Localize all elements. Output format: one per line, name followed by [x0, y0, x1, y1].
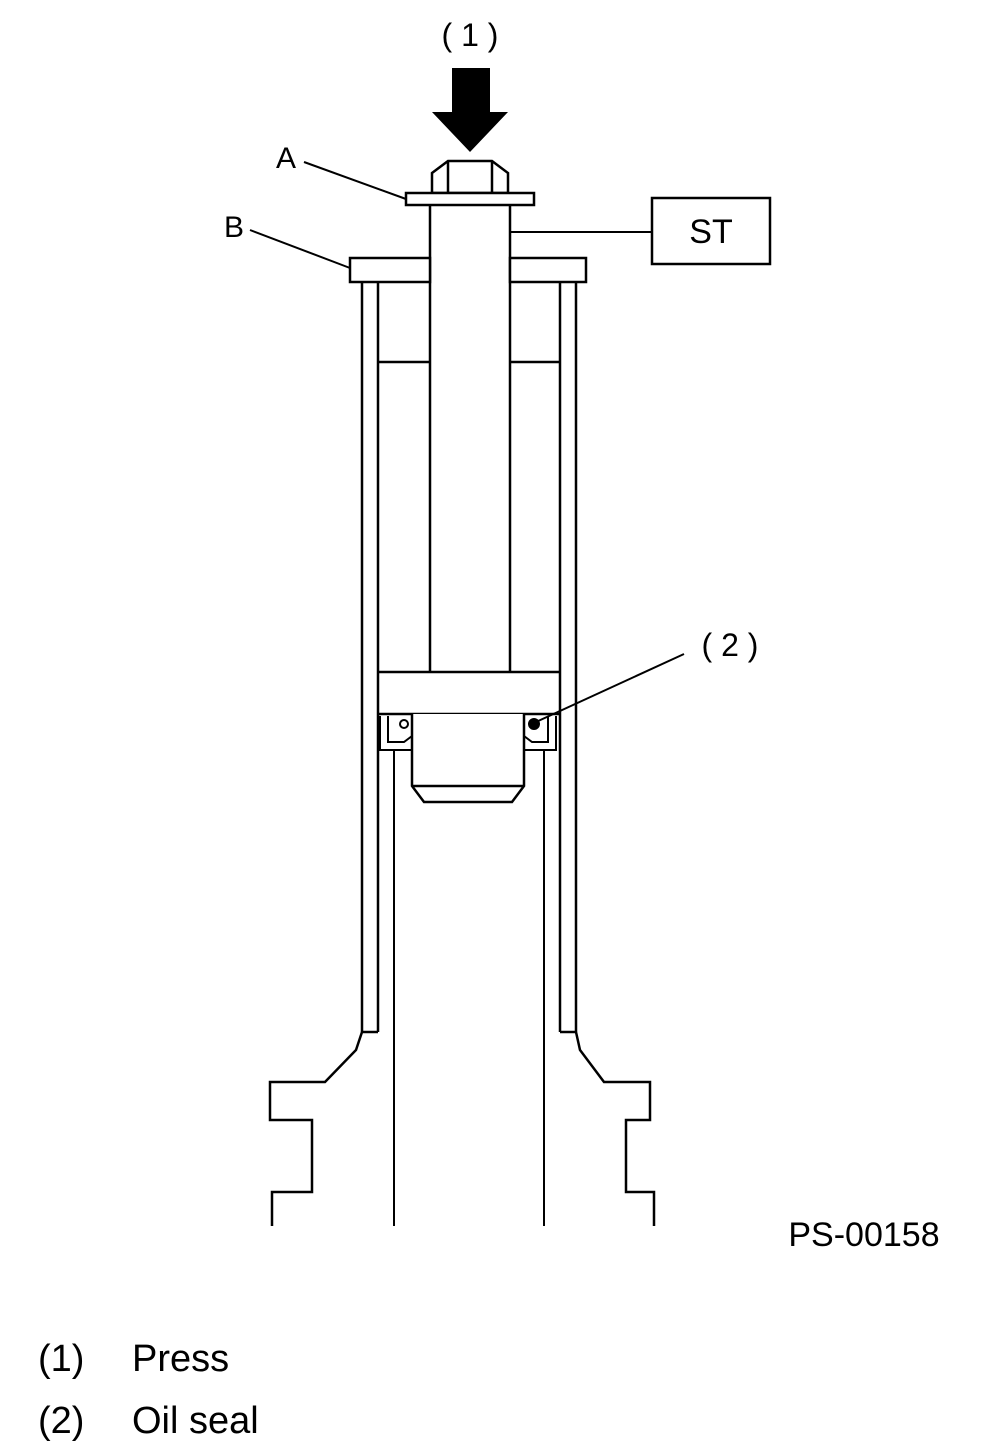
housing-flange-right — [574, 1031, 656, 1226]
tool-b — [348, 256, 588, 284]
installer-shaft — [428, 205, 512, 672]
legend-text: Oil seal — [132, 1400, 259, 1442]
press-callout: ( 1 ) — [442, 17, 499, 53]
figure-id: PS-00158 — [788, 1216, 939, 1254]
tool-a-callout: A — [276, 142, 296, 175]
housing-flange-left — [268, 1031, 364, 1226]
rod — [393, 750, 545, 1226]
oil-seal-callout: ( 2 ) — [702, 627, 759, 663]
legend-text: Press — [132, 1338, 230, 1380]
installer-tip — [410, 714, 526, 804]
legend-number: (2) — [38, 1400, 85, 1442]
press-arrow — [432, 68, 508, 152]
tool-b-callout: B — [224, 211, 244, 244]
legend-number: (1) — [38, 1338, 85, 1380]
special-tool-box — [650, 196, 772, 266]
special-tool-label: ST — [689, 213, 732, 251]
tool-a — [404, 159, 536, 207]
leader-lines — [249, 161, 685, 723]
oil-seal — [379, 716, 557, 751]
